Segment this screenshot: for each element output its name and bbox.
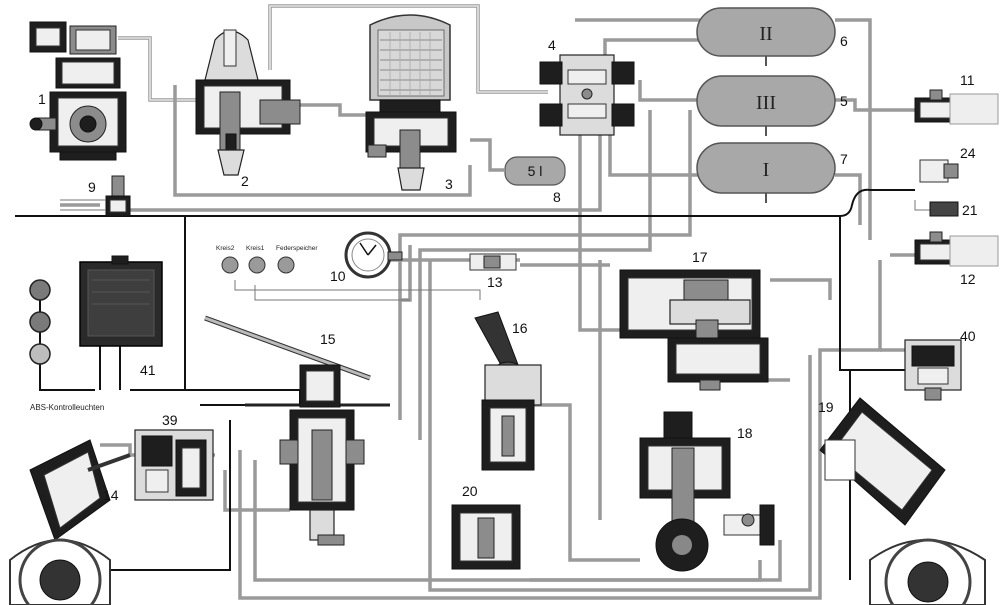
abs-valve-40 <box>904 339 962 401</box>
label-7: 7 <box>840 151 848 167</box>
compressor <box>29 21 127 161</box>
label-11: 11 <box>960 72 975 88</box>
tank-6: II <box>696 7 836 66</box>
abs-valve-39 <box>134 429 214 501</box>
label-10: 10 <box>330 268 346 284</box>
label-2: 2 <box>241 173 249 189</box>
label-8: 8 <box>553 189 561 205</box>
abs-lamps <box>29 279 51 365</box>
valve-11 <box>914 89 999 125</box>
label-20: 20 <box>462 483 478 499</box>
pressure-switch-9 <box>60 175 131 217</box>
label-3: 3 <box>445 176 453 192</box>
tank-7-label: I <box>763 159 770 181</box>
brake-chamber-19 <box>819 397 986 605</box>
label-17: 17 <box>692 249 708 265</box>
tank-5-label: III <box>756 92 776 114</box>
pressure-regulator <box>195 29 301 176</box>
label-21: 21 <box>962 202 978 218</box>
brake-chamber-14 <box>9 439 131 605</box>
label-12: 12 <box>960 271 976 287</box>
air-dryer <box>365 14 457 191</box>
label-federspeicher: Federspeicher <box>276 245 318 252</box>
label-18: 18 <box>737 425 753 441</box>
label-kreis1: Kreis1 <box>246 245 265 252</box>
brake-valve-15 <box>204 315 390 546</box>
label-4: 4 <box>548 37 556 53</box>
tank-5: III <box>696 75 836 136</box>
label-kreis2: Kreis2 <box>216 245 235 252</box>
valve-13 <box>469 253 517 271</box>
label-6: 6 <box>840 33 848 49</box>
pressure-gauge <box>344 231 403 279</box>
tank-8: 5 l <box>470 138 566 186</box>
label-19: 19 <box>818 399 834 415</box>
trailer-control-valve-18 <box>639 411 775 572</box>
valve-20 <box>451 504 521 570</box>
tank-8-label: 5 l <box>528 163 543 179</box>
four-circuit-protection-valve <box>539 54 635 136</box>
label-39: 39 <box>162 412 178 428</box>
relay-valve-17 <box>619 269 769 391</box>
hand-brake-valve-16 <box>474 311 542 471</box>
abs-ecu <box>79 255 163 347</box>
label-9: 9 <box>88 179 96 195</box>
abs-caption: ABS-Kontrolleuchten <box>30 403 104 412</box>
gauge-lamps: Kreis2 Kreis1 Federspeicher <box>216 245 318 274</box>
label-41: 41 <box>140 362 156 378</box>
label-14: 14 <box>103 487 119 503</box>
label-15: 15 <box>320 331 336 347</box>
tank-7: I <box>696 142 836 203</box>
label-16: 16 <box>512 320 528 336</box>
label-40: 40 <box>960 328 976 344</box>
part-number-labels: 1 2 3 4 5 6 7 8 9 10 11 12 13 14 15 16 1… <box>38 33 978 503</box>
label-1: 1 <box>38 91 46 107</box>
label-13: 13 <box>487 274 503 290</box>
tank-6-label: II <box>759 23 772 45</box>
label-5: 5 <box>840 93 848 109</box>
connector-21 <box>914 200 959 217</box>
valve-12 <box>914 231 999 267</box>
label-24: 24 <box>960 145 976 161</box>
connector-24 <box>919 159 959 183</box>
